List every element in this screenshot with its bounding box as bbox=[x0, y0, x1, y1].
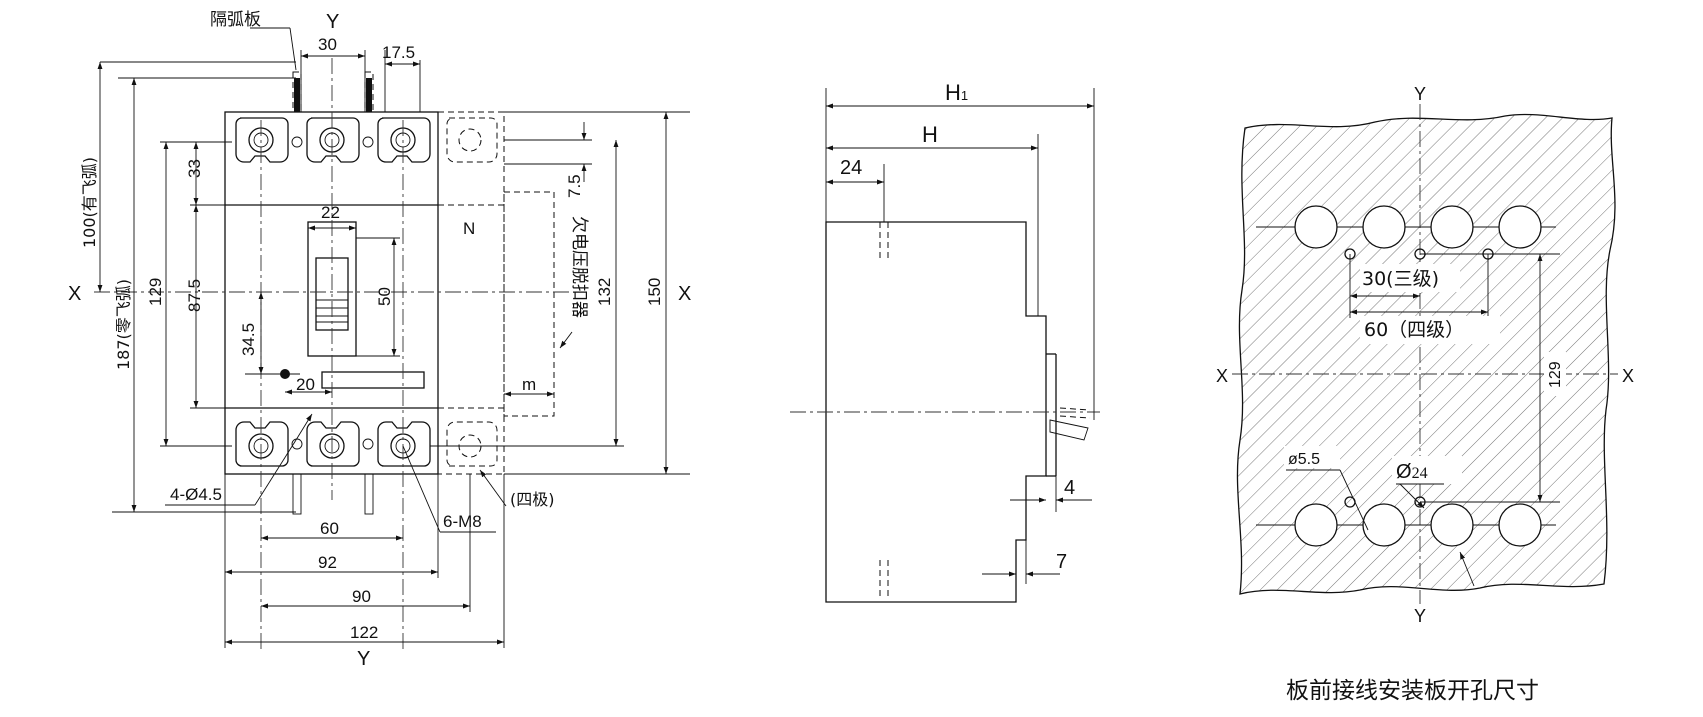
dim-4: 4 bbox=[1064, 477, 1075, 499]
undervoltage-release-outline bbox=[503, 191, 555, 417]
fourth-pole-outline bbox=[437, 111, 505, 475]
label-187: 187(零飞弧) bbox=[114, 279, 133, 370]
hole-bottom-2 bbox=[1362, 503, 1406, 547]
arc-barrier-label: 隔弧板 bbox=[210, 10, 261, 30]
dim-33: 33 bbox=[185, 159, 204, 178]
dim-30-three-pole: 30(三级) bbox=[1362, 268, 1439, 290]
dim-24-side: 24 bbox=[840, 157, 862, 179]
phi-5-5-label: ø5.5 bbox=[1288, 451, 1320, 468]
dim-87-5: 87.5 bbox=[185, 279, 204, 312]
screws-label: 6-M8 bbox=[443, 512, 482, 531]
dim-122: 122 bbox=[350, 623, 378, 642]
side-view: H1 H 24 4 7 bbox=[790, 80, 1100, 603]
cutout-axis-x-left: X bbox=[1216, 366, 1228, 386]
front-view: 30 17.5 Y 隔弧板 100(有飞弧) 187(零飞弧) 129 33 8… bbox=[68, 10, 691, 670]
phi-24-label: Ø24 bbox=[1396, 461, 1428, 483]
holes-label: 4-Ø4.5 bbox=[170, 485, 222, 504]
hole-bottom-3 bbox=[1430, 503, 1474, 547]
dim-h1: H1 bbox=[945, 80, 968, 105]
cutout-axis-y-top: Y bbox=[1414, 84, 1426, 104]
dim-60-four-pole: 60（四级） bbox=[1364, 319, 1464, 341]
cutout-axis-x-right: X bbox=[1622, 366, 1634, 386]
dim-132: 132 bbox=[595, 278, 614, 306]
panel-cutout: 30(三级) 60（四级） 129 ø5.5 Ø24 Y Y X X 板前接线安… bbox=[1216, 84, 1634, 704]
pole-n-label: N bbox=[463, 219, 475, 238]
hole-top-1 bbox=[1294, 205, 1338, 249]
dim-17-5: 17.5 bbox=[382, 43, 415, 62]
axis-y-bottom: Y bbox=[357, 648, 370, 670]
dim-60: 60 bbox=[320, 519, 339, 538]
dim-h: H bbox=[922, 122, 938, 147]
name-plate bbox=[321, 371, 425, 389]
dim-150: 150 bbox=[645, 278, 664, 306]
hole-top-3 bbox=[1430, 205, 1474, 249]
dim-7-5: 7.5 bbox=[565, 174, 584, 198]
cutout-axis-y-bottom: Y bbox=[1414, 606, 1426, 626]
undervoltage-label: 欠电压脱扣器 bbox=[569, 216, 589, 318]
label-100: 100(有飞弧) bbox=[80, 157, 99, 248]
dim-129-left: 129 bbox=[146, 278, 165, 306]
dim-92: 92 bbox=[318, 553, 337, 572]
axis-x-left: X bbox=[68, 283, 81, 305]
four-pole-label: (四极) bbox=[510, 490, 555, 509]
hole-bottom-1 bbox=[1294, 503, 1338, 547]
hole-top-4 bbox=[1498, 205, 1542, 249]
dim-30-top: 30 bbox=[318, 35, 337, 54]
hole-top-2 bbox=[1362, 205, 1406, 249]
dim-m: m bbox=[522, 375, 536, 394]
dim-7: 7 bbox=[1056, 551, 1067, 573]
breaker-body bbox=[224, 111, 439, 475]
hole-bottom-4 bbox=[1498, 503, 1542, 547]
dim-20: 20 bbox=[296, 375, 315, 394]
dim-50: 50 bbox=[375, 287, 394, 306]
side-body bbox=[825, 221, 1047, 603]
dim-129-cutout: 129 bbox=[1547, 361, 1564, 388]
axis-y-top: Y bbox=[326, 11, 339, 33]
dim-90: 90 bbox=[352, 587, 371, 606]
cutout-caption: 板前接线安装板开孔尺寸 bbox=[1286, 678, 1539, 704]
axis-x-right: X bbox=[678, 283, 691, 305]
dim-34-5: 34.5 bbox=[239, 323, 258, 356]
dim-22: 22 bbox=[321, 203, 340, 222]
